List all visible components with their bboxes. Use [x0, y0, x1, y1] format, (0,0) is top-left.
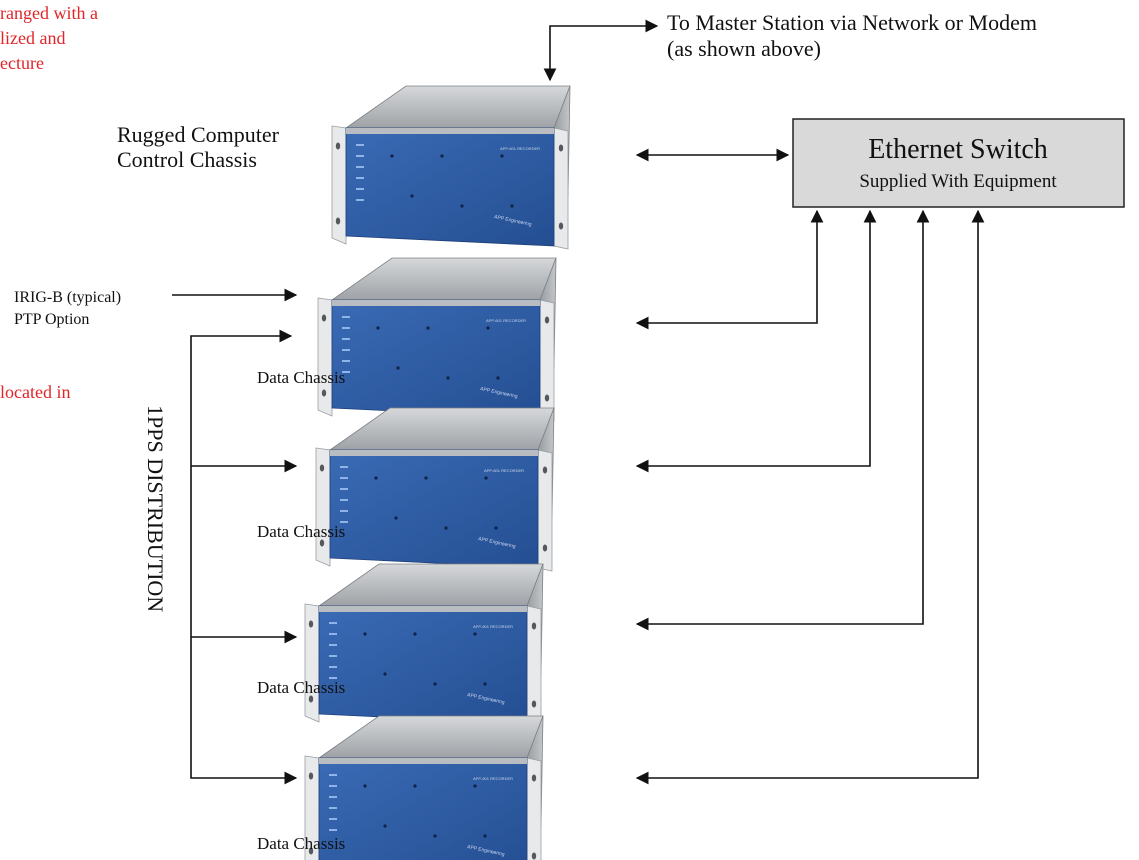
ethernet-switch-title: Ethernet Switch — [868, 134, 1048, 165]
data-chassis-label: Data Chassis — [257, 678, 345, 697]
master-station-sublabel: (as shown above) — [667, 36, 821, 61]
chassis-model-text: APP-601 RECORDER — [484, 468, 524, 473]
data-chassis-label: Data Chassis — [257, 522, 345, 541]
red-note-mid: located in — [0, 382, 70, 402]
chassis-model-text: APP-601 RECORDER — [473, 624, 513, 629]
red-note-line: lized and — [0, 28, 65, 48]
pps-distribution-label: 1PPS DISTRIBUTION — [143, 405, 168, 612]
data-chassis-label: Data Chassis — [257, 368, 345, 387]
chassis-model-text: APP-601 RECORDER — [486, 318, 526, 323]
data-chassis-label: Data Chassis — [257, 834, 345, 853]
chassis-model-text: APP-601 RECORDER — [473, 776, 513, 781]
control-chassis-sublabel: Control Chassis — [117, 147, 257, 172]
ethernet-switch: Ethernet Switch Supplied With Equipment — [792, 118, 1125, 208]
ethernet-link-data — [635, 209, 824, 330]
red-note-line: ranged with a — [0, 3, 98, 23]
pps-bus — [190, 329, 298, 785]
ethernet-switch-box — [792, 118, 1125, 208]
ptp-label: PTP Option — [14, 311, 89, 328]
master-station-label: To Master Station via Network or Modem — [667, 10, 1037, 35]
ethernet-link-data — [635, 209, 877, 473]
ethernet-link-data — [635, 209, 985, 785]
irig-label: IRIG-B (typical) — [14, 289, 121, 306]
ethernet-link-data — [635, 209, 930, 631]
red-note-top: ranged with a lized and ecture — [0, 3, 98, 73]
control-chassis-label: Rugged Computer — [117, 122, 280, 147]
red-note-line: ecture — [0, 53, 44, 73]
chassis-model-text: APP-601 RECORDER — [500, 146, 540, 151]
master-station-arrow — [543, 19, 659, 82]
ethernet-switch-subtitle: Supplied With Equipment — [859, 171, 1057, 192]
